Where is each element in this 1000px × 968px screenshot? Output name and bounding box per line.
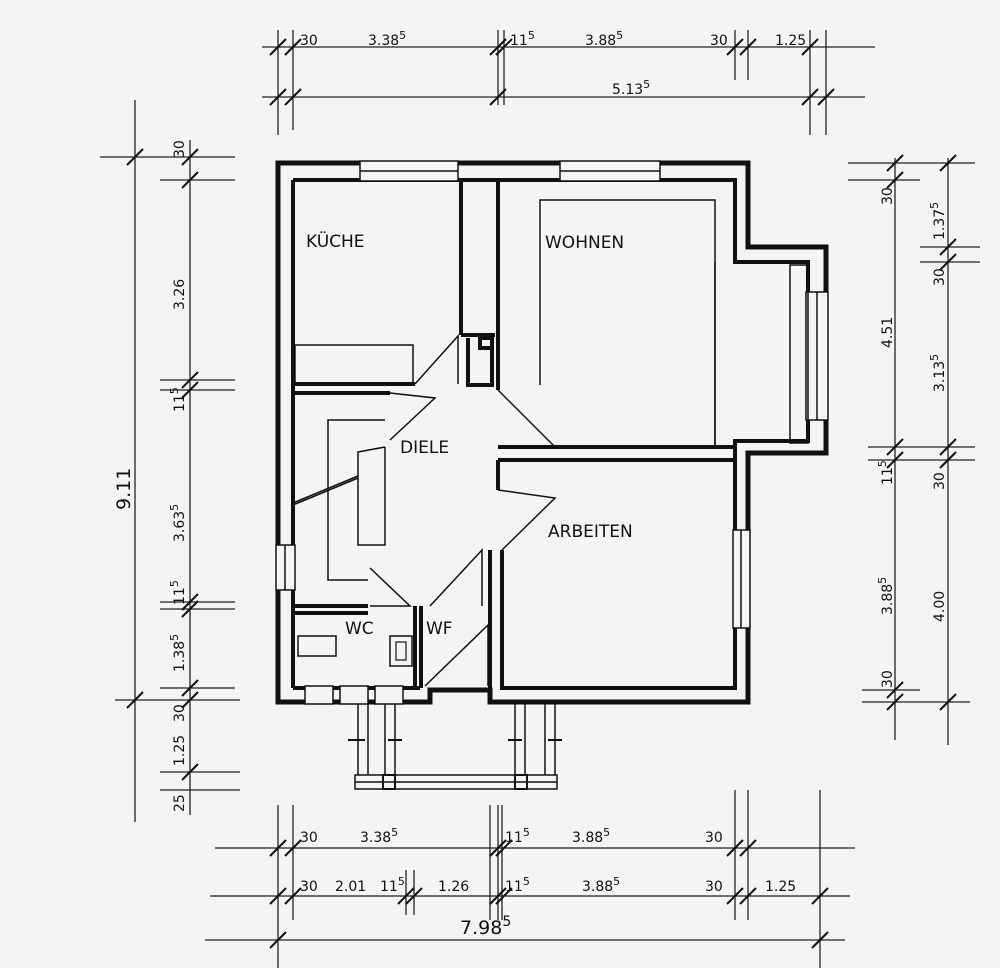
dim-left-total: 9.11 [113, 468, 135, 510]
dim-right-inner-1: 1.375 [928, 202, 948, 240]
entrance-steps [348, 704, 562, 790]
outer-wall [275, 160, 829, 705]
dim-top-1: 30 [300, 33, 318, 49]
dim-right-outer-4: 3.885 [876, 577, 896, 615]
fixtures [292, 199, 809, 667]
dim-bottom-5: 30 [705, 830, 723, 846]
dim-bottom-row2-6: 3.885 [582, 875, 620, 895]
dim-top-total: 5.135 [612, 78, 650, 98]
right-dimensions: 30 4.51 115 3.885 30 1.375 30 3.135 30 4… [848, 154, 980, 745]
dim-left-2: 3.26 [172, 279, 188, 310]
dim-bottom-3: 115 [505, 826, 530, 846]
dim-right-outer-3: 115 [876, 460, 896, 485]
dim-bottom-4: 3.885 [572, 826, 610, 846]
dim-right-outer-1: 30 [880, 187, 896, 205]
bottom-dimensions: 30 3.385 115 3.885 30 30 2.01 115 1.26 1… [205, 790, 855, 968]
room-label-kueche: KÜCHE [306, 230, 365, 252]
dim-right-outer-2: 4.51 [880, 317, 896, 348]
dim-top-6: 1.25 [775, 33, 806, 49]
dim-top-3: 115 [510, 29, 535, 49]
dim-bottom-row2-1: 30 [300, 879, 318, 895]
dim-bottom-2: 3.385 [360, 826, 398, 846]
room-label-arbeiten: ARBEITEN [548, 522, 633, 542]
dim-bottom-row2-4: 1.26 [438, 879, 469, 895]
dim-bottom-row2-2: 2.01 [335, 879, 366, 895]
dim-right-inner-4: 30 [932, 472, 948, 490]
room-label-wf: WF [426, 619, 453, 639]
sink-icon [389, 635, 413, 667]
dim-right-inner-5: 4.00 [932, 591, 948, 622]
top-dimensions: 30 3.385 115 3.885 30 1.25 5.135 [262, 29, 875, 135]
kitchen-counter [294, 344, 414, 386]
dim-bottom-row2-3: 115 [380, 875, 405, 895]
dim-left-4: 3.635 [168, 504, 188, 542]
dim-bottom-row2-5: 115 [505, 875, 530, 895]
dim-top-2: 3.385 [368, 29, 406, 49]
dim-left-5: 115 [168, 580, 188, 605]
dim-bottom-1: 30 [300, 830, 318, 846]
room-labels: KÜCHE WOHNEN DIELE ARBEITEN WC WF [306, 230, 633, 639]
dim-left-6: 1.385 [168, 634, 188, 672]
dim-left-3: 115 [168, 387, 188, 412]
dim-bottom-row2-7: 30 [705, 879, 723, 895]
dim-left-7: 30 [172, 704, 188, 722]
toilet-icon [297, 635, 337, 657]
dim-left-8: 1.25 [172, 735, 188, 766]
windows [275, 160, 829, 705]
dim-left-9: 25 [172, 794, 188, 812]
dim-right-outer-5: 30 [880, 670, 896, 688]
dim-bottom-total: 7.985 [460, 914, 511, 939]
room-label-wc: WC [345, 619, 374, 639]
dim-top-5: 30 [710, 33, 728, 49]
dim-top-4: 3.885 [585, 29, 623, 49]
room-label-diele: DIELE [400, 438, 449, 458]
dim-bottom-row2-8: 1.25 [765, 879, 796, 895]
dim-right-inner-2: 30 [932, 268, 948, 286]
left-dimensions: 9.11 30 3.26 115 3.635 115 1.385 30 1.25… [100, 100, 240, 822]
dim-left-1: 30 [172, 140, 188, 158]
stair-outline [327, 419, 385, 581]
doors [369, 334, 557, 687]
dim-right-inner-3: 3.135 [928, 354, 948, 392]
outer-wall-inner [293, 178, 810, 690]
room-label-wohnen: WOHNEN [545, 233, 624, 253]
